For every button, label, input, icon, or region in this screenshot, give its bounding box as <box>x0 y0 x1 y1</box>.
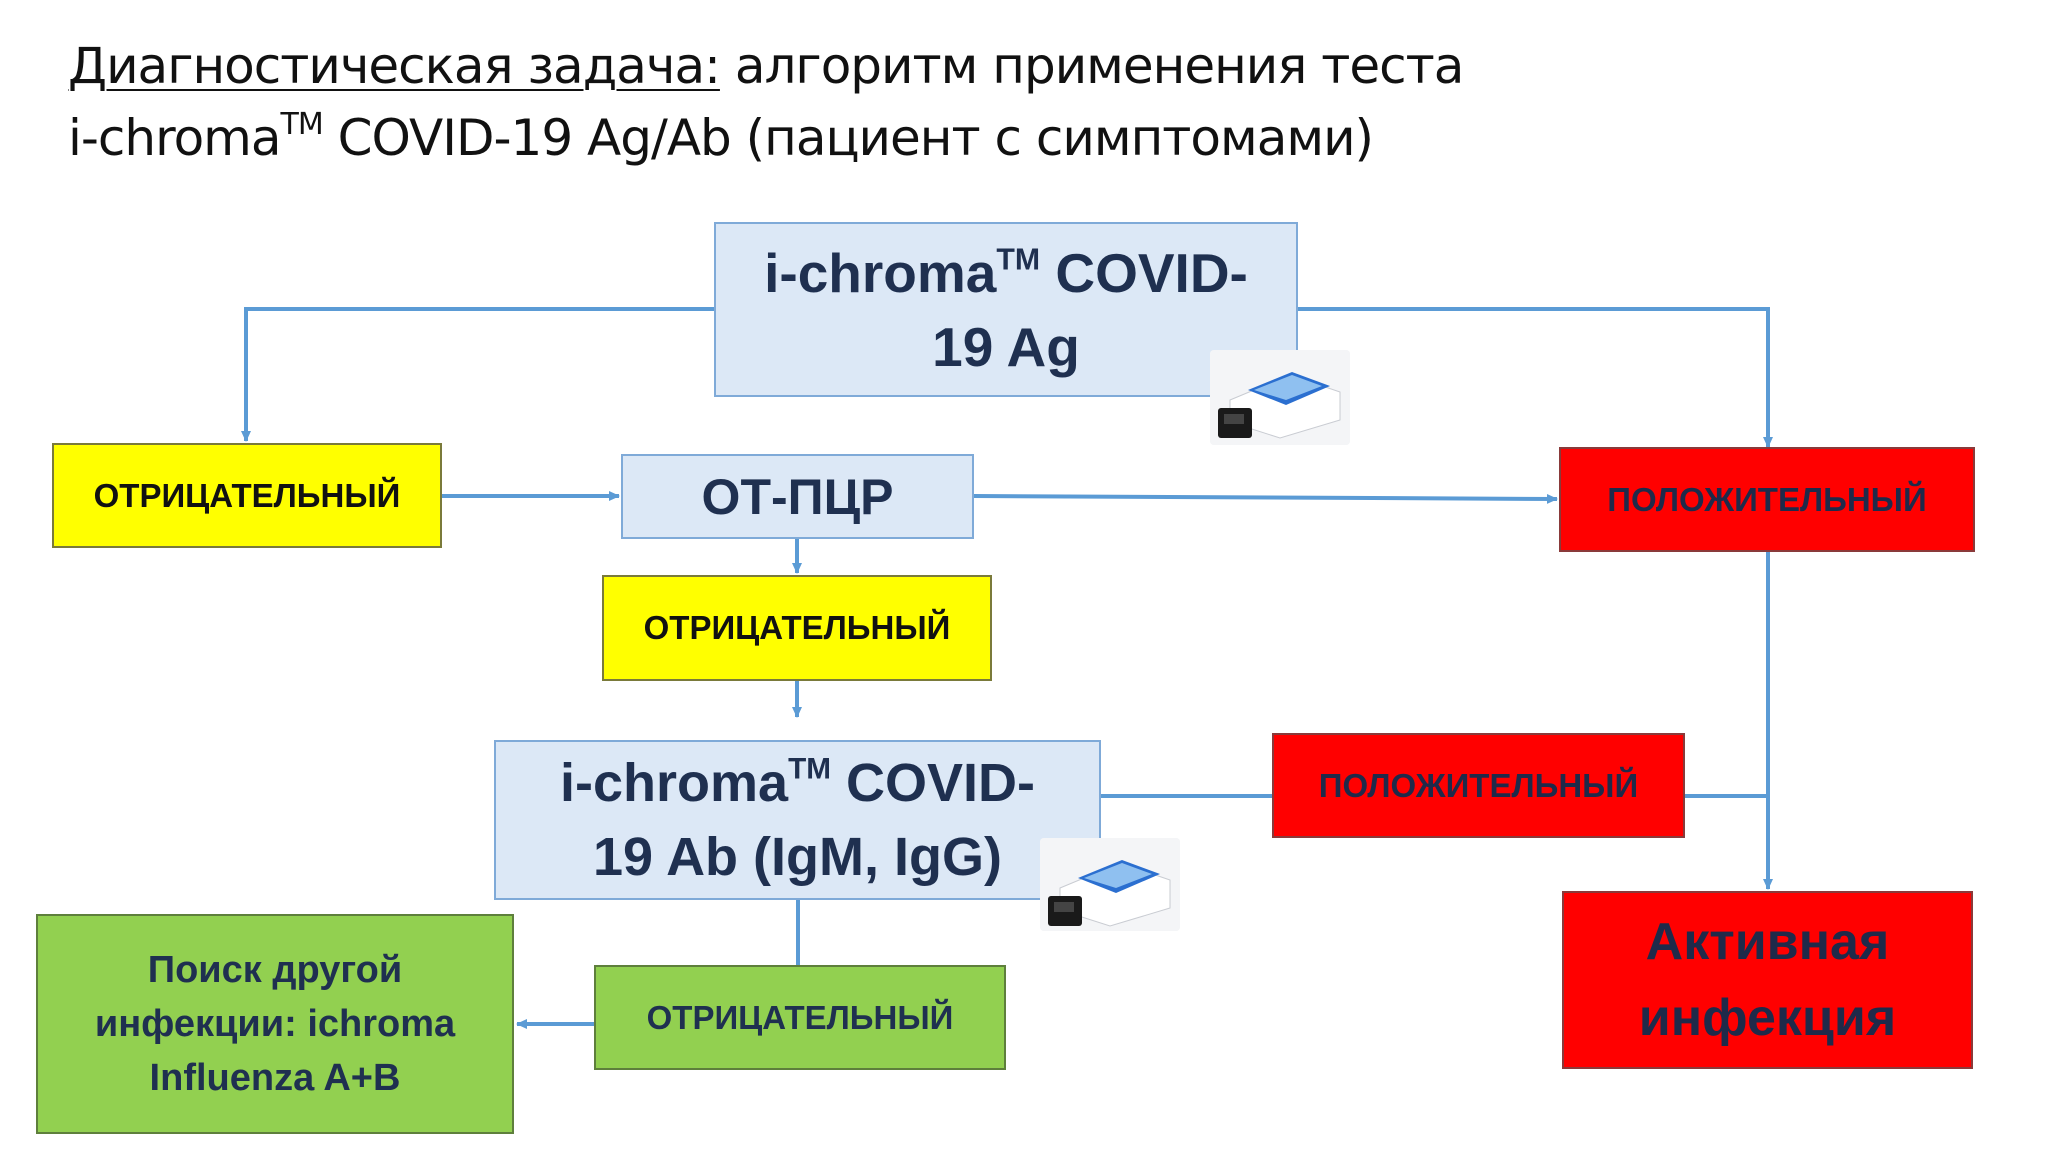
ag-tm: TM <box>996 242 1041 276</box>
node-ag-test: i-chromaTM COVID- 19 Ag <box>714 222 1298 397</box>
slide-title: Диагностическая задача: алгоритм примене… <box>68 30 1465 174</box>
edge-ag-to-neg1 <box>241 307 714 442</box>
title-line-2: i-chromaTM COVID-19 Ag/Ab (пациент с сим… <box>68 102 1463 174</box>
edge-ag-to-pos1 <box>1298 307 1773 448</box>
node-negative-ab: ОТРИЦАТЕЛЬНЫЙ <box>594 965 1006 1070</box>
other-line-3: Influenza A+B <box>149 1057 401 1099</box>
node-negative-pcr: ОТРИЦАТЕЛЬНЫЙ <box>602 575 992 681</box>
node-positive-pcr: ПОЛОЖИТЕЛЬНЫЙ <box>1559 447 1975 552</box>
title-test-name: COVID-19 Ag/Ab (пациент с симптомами) <box>322 109 1374 167</box>
title-line-1: Диагностическая задача: алгоритм примене… <box>68 30 1465 102</box>
node-negative-ag: ОТРИЦАТЕЛЬНЫЙ <box>52 443 442 548</box>
ag-test-line-2: 19 Ag <box>932 315 1080 378</box>
node-positive-ab: ПОЛОЖИТЕЛЬНЫЙ <box>1272 733 1685 838</box>
active-line-2: инфекция <box>1638 989 1897 1047</box>
title-rest: алгоритм применения теста <box>719 37 1465 95</box>
title-tm: TM <box>280 107 324 142</box>
node-pcr: ОТ-ПЦР <box>621 454 974 539</box>
title-underlined: Диагностическая задача: <box>68 37 721 95</box>
active-line-1: Активная <box>1645 913 1890 971</box>
ab-test-line-2: 19 Ab (IgM, IgG) <box>593 827 1002 887</box>
edge-pcr-to-pos1 <box>973 493 1558 504</box>
ab-tm: TM <box>788 752 831 786</box>
title-brand: i-chroma <box>68 109 282 167</box>
ab-test-line-1: i-chromaTM COVID- <box>560 752 1035 813</box>
node-ab-test: i-chromaTM COVID- 19 Ab (IgM, IgG) <box>494 740 1101 900</box>
other-line-1: Поиск другой <box>147 949 403 991</box>
analyzer-device-image <box>1210 350 1350 445</box>
node-active-infection: Активная инфекция <box>1562 891 1973 1069</box>
analyzer-device-image <box>1040 838 1180 931</box>
node-other-infection: Поиск другой инфекции: ichroma Influenza… <box>36 914 514 1134</box>
other-line-2: инфекции: ichroma <box>94 1003 456 1045</box>
ag-test-line-1: i-chromaTM COVID- <box>764 241 1248 304</box>
